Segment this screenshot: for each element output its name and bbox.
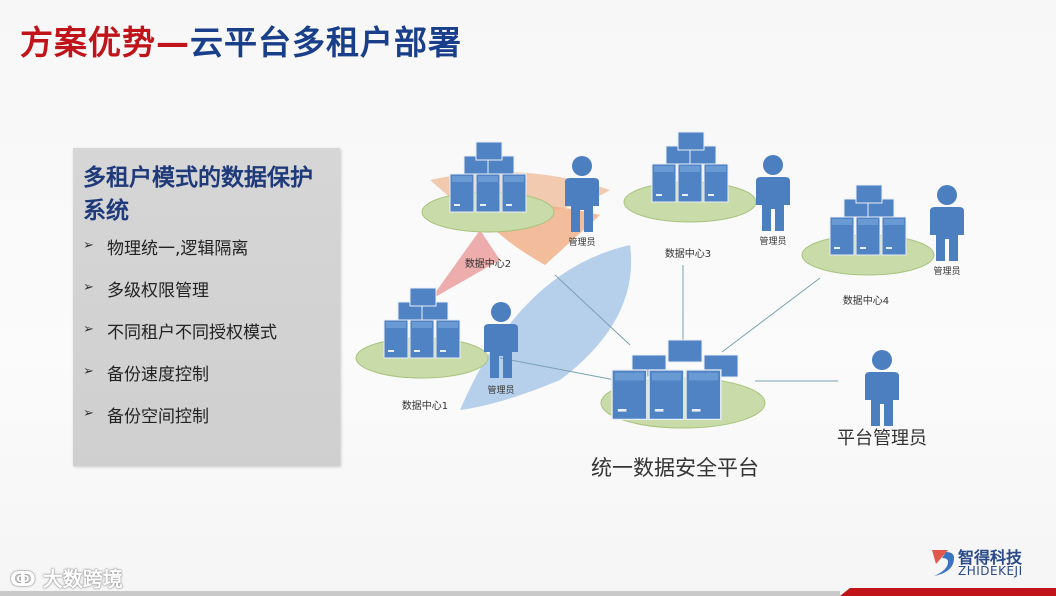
chevron-right-icon: ➢ [83, 238, 94, 253]
feature-panel-heading: 多租户模式的数据保护系统 [83, 165, 313, 224]
connection-lines [499, 265, 838, 382]
datacenter-1-admin-label: 管理员 [487, 384, 514, 396]
feature-item: ➢ 多级权限管理 [83, 276, 277, 318]
watermark-text: 大数跨境 [42, 567, 123, 591]
brand-name: 智得科技 [958, 548, 1023, 567]
platform-admin-icon [865, 350, 899, 426]
feature-item: ➢ 物理统一,逻辑隔离 [83, 234, 277, 276]
feature-item-label: 备份空间控制 [107, 407, 209, 427]
page-title: 方案优势—云平台多租户部署 [20, 16, 462, 64]
brand-mark-icon [932, 550, 954, 576]
datacenter-3-servers [624, 132, 756, 222]
feature-item: ➢ 备份速度控制 [83, 360, 277, 402]
watermark: ↂ 大数跨境 [10, 563, 123, 592]
datacenter-4-label: 数据中心4 [843, 294, 889, 307]
feature-item-label: 物理统一,逻辑隔离 [107, 239, 249, 259]
chevron-right-icon: ➢ [83, 280, 94, 295]
title-prefix: 方案优势— [20, 23, 190, 62]
feature-item-label: 多级权限管理 [107, 281, 209, 301]
datacenter-3-admin-icon [756, 155, 790, 231]
central-platform-label: 统一数据安全平台 [591, 456, 759, 480]
datacenter-3-admin-label: 管理员 [759, 235, 786, 247]
datacenter-1-label: 数据中心1 [402, 399, 448, 412]
chevron-right-icon: ➢ [83, 364, 94, 379]
datacenter-2-label: 数据中心2 [465, 257, 511, 270]
brand-logo: 智得科技 ZHIDEKEJI [930, 544, 1050, 584]
datacenter-3-label: 数据中心3 [665, 247, 711, 260]
datacenter-1-servers [356, 288, 488, 378]
feature-list: ➢ 物理统一,逻辑隔离 ➢ 多级权限管理 ➢ 不同租户不同授权模式 ➢ 备份速度控制 ➢… [83, 234, 277, 444]
chevron-right-icon: ➢ [83, 406, 94, 421]
central-platform [600, 339, 766, 429]
feature-item: ➢ 不同租户不同授权模式 [83, 318, 277, 360]
watermark-logo-icon: ↂ [10, 567, 36, 591]
chevron-right-icon: ➢ [83, 322, 94, 337]
feature-item-label: 备份速度控制 [107, 365, 209, 385]
brand-subtitle: ZHIDEKEJI [958, 564, 1023, 578]
platform-admin-label: 平台管理员 [837, 428, 927, 449]
datacenter-4-admin-label: 管理员 [933, 265, 960, 277]
feature-item: ➢ 备份空间控制 [83, 402, 277, 444]
footer-accent-bar [0, 588, 1056, 596]
datacenter-4-servers [802, 185, 934, 275]
feature-item-label: 不同租户不同授权模式 [107, 323, 277, 343]
datacenter-2-admin-label: 管理员 [568, 236, 595, 248]
datacenter-4-admin-icon [930, 185, 964, 261]
title-main: 云平台多租户部署 [190, 23, 462, 62]
feature-panel: 多租户模式的数据保护系统 ➢ 物理统一,逻辑隔离 ➢ 多级权限管理 ➢ 不同租户不同授… [73, 148, 340, 466]
